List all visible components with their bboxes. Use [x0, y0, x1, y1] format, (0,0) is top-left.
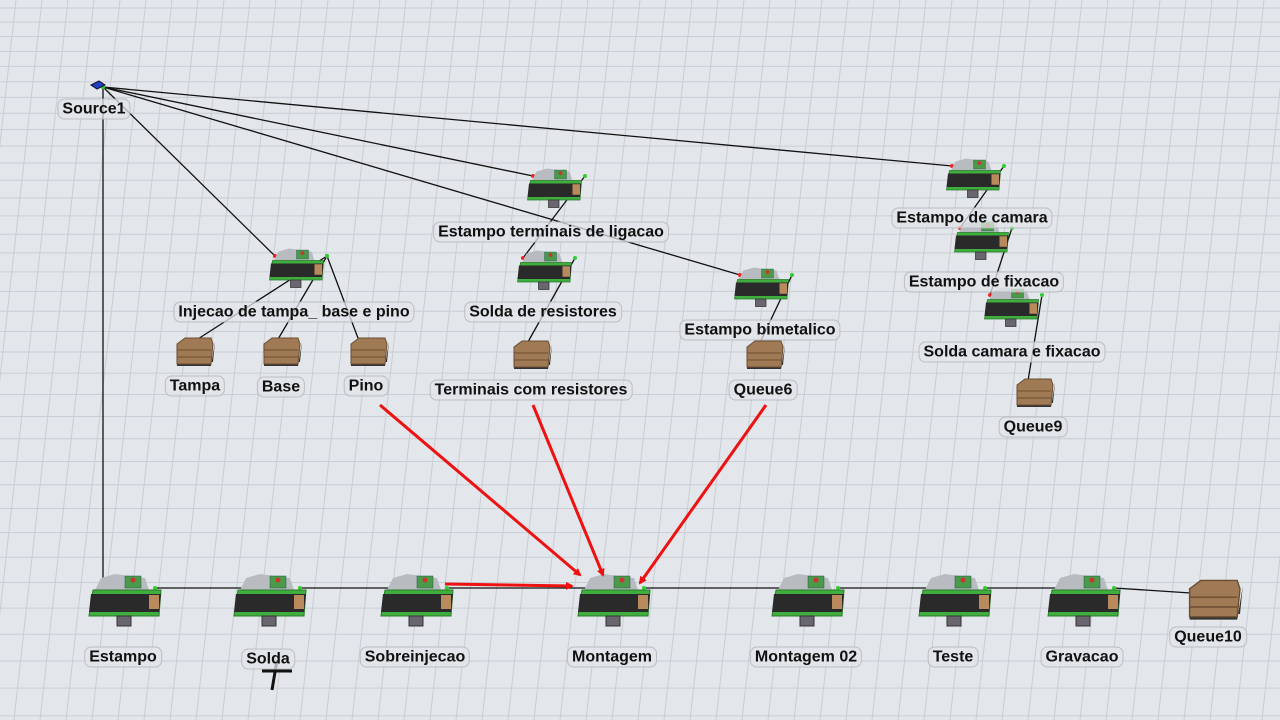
processor-estbim[interactable] — [734, 267, 789, 307]
objects — [88, 80, 1243, 627]
processor-icon — [1047, 574, 1121, 627]
processor-icon — [233, 574, 307, 627]
output-port — [1040, 293, 1044, 297]
output-port — [153, 586, 157, 590]
output-port — [298, 586, 302, 590]
output-port — [1112, 586, 1116, 590]
processor-inj[interactable] — [269, 248, 324, 288]
processor-icon — [269, 248, 324, 288]
processor-icon — [734, 267, 789, 307]
object-label[interactable]: Estampo de fixacao — [903, 271, 1065, 293]
queue-pino[interactable] — [350, 337, 389, 366]
object-label[interactable]: Estampo terminais de ligacao — [433, 221, 669, 243]
connector-line — [326, 255, 362, 347]
output-port — [583, 174, 587, 178]
processor-sobre[interactable] — [380, 574, 454, 627]
processor-icon — [527, 168, 582, 208]
queue-queue6[interactable] — [746, 340, 785, 369]
red-arrow-termres-to-montagem — [531, 404, 605, 577]
object-label[interactable]: Teste — [927, 646, 979, 668]
processor-montagem[interactable] — [577, 574, 651, 627]
output-port — [642, 586, 646, 590]
processor-icon — [88, 574, 162, 627]
output-port — [325, 254, 329, 258]
processor-estampo[interactable] — [88, 574, 162, 627]
processor-soldares[interactable] — [517, 250, 572, 290]
queue-base[interactable] — [263, 337, 302, 366]
processor-icon — [577, 574, 651, 627]
queue-icon — [350, 337, 389, 366]
processor-solda[interactable] — [233, 574, 307, 627]
connector-line — [102, 86, 276, 257]
object-label[interactable]: Sobreinjecao — [359, 646, 471, 668]
processor-estcam[interactable] — [946, 158, 1001, 198]
object-label[interactable]: Base — [256, 376, 306, 398]
object-label[interactable]: Source1 — [57, 98, 131, 120]
source-icon — [90, 80, 106, 90]
object-label[interactable]: Gravacao — [1040, 646, 1124, 668]
output-port — [790, 273, 794, 277]
output-port — [983, 586, 987, 590]
processor-soldacam[interactable] — [984, 287, 1039, 327]
processor-estfix[interactable] — [954, 220, 1009, 260]
object-label[interactable]: Queue10 — [1169, 626, 1247, 648]
object-label[interactable]: Estampo — [84, 646, 162, 668]
queue-icon — [1016, 378, 1055, 407]
object-label[interactable]: Injecao de tampa_ base e pino — [173, 301, 415, 323]
output-port — [445, 586, 449, 590]
processor-icon — [984, 287, 1039, 327]
connector-line — [102, 86, 741, 276]
queue-icon — [746, 340, 785, 369]
object-label[interactable]: Solda — [241, 648, 295, 670]
object-label[interactable]: Terminais com resistores — [429, 379, 633, 401]
red-arrow-queue6-to-montagem — [638, 404, 768, 585]
queue-icon — [176, 337, 215, 366]
object-label[interactable]: Estampo bimetalico — [679, 319, 841, 341]
source-source1[interactable] — [90, 80, 106, 90]
connector-line — [102, 86, 953, 167]
queue-icon — [1188, 579, 1243, 620]
object-label[interactable]: Montagem 02 — [749, 646, 863, 668]
queue-icon — [513, 340, 552, 369]
red-arrow-pino-to-montagem — [379, 403, 582, 577]
red-arrow-sobre-to-montagem — [444, 581, 574, 590]
object-label[interactable]: Queue9 — [998, 416, 1068, 438]
output-port — [573, 256, 577, 260]
queue-queue10[interactable] — [1188, 579, 1243, 620]
object-label[interactable]: Pino — [343, 375, 389, 397]
object-label[interactable]: Solda camara e fixacao — [918, 341, 1106, 363]
object-label[interactable]: Queue6 — [728, 379, 798, 401]
output-port — [836, 586, 840, 590]
processor-teste[interactable] — [918, 574, 992, 627]
processor-icon — [918, 574, 992, 627]
object-label[interactable]: Tampa — [164, 375, 226, 397]
queue-icon — [263, 337, 302, 366]
processor-grav[interactable] — [1047, 574, 1121, 627]
connector-line — [1026, 294, 1043, 388]
processor-estterm[interactable] — [527, 168, 582, 208]
annotation-arrows — [379, 403, 768, 590]
processor-icon — [946, 158, 1001, 198]
object-label[interactable]: Montagem — [567, 646, 657, 668]
queue-queue9[interactable] — [1016, 378, 1055, 407]
object-label[interactable]: Estampo de camara — [891, 207, 1053, 229]
processor-icon — [517, 250, 572, 290]
processor-icon — [771, 574, 845, 627]
processor-icon — [380, 574, 454, 627]
queue-termres[interactable] — [513, 340, 552, 369]
processor-mont02[interactable] — [771, 574, 845, 627]
processor-icon — [954, 220, 1009, 260]
queue-tampa[interactable] — [176, 337, 215, 366]
connector-line — [102, 86, 534, 177]
object-label[interactable]: Solda de resistores — [464, 301, 622, 323]
output-port — [1002, 164, 1006, 168]
